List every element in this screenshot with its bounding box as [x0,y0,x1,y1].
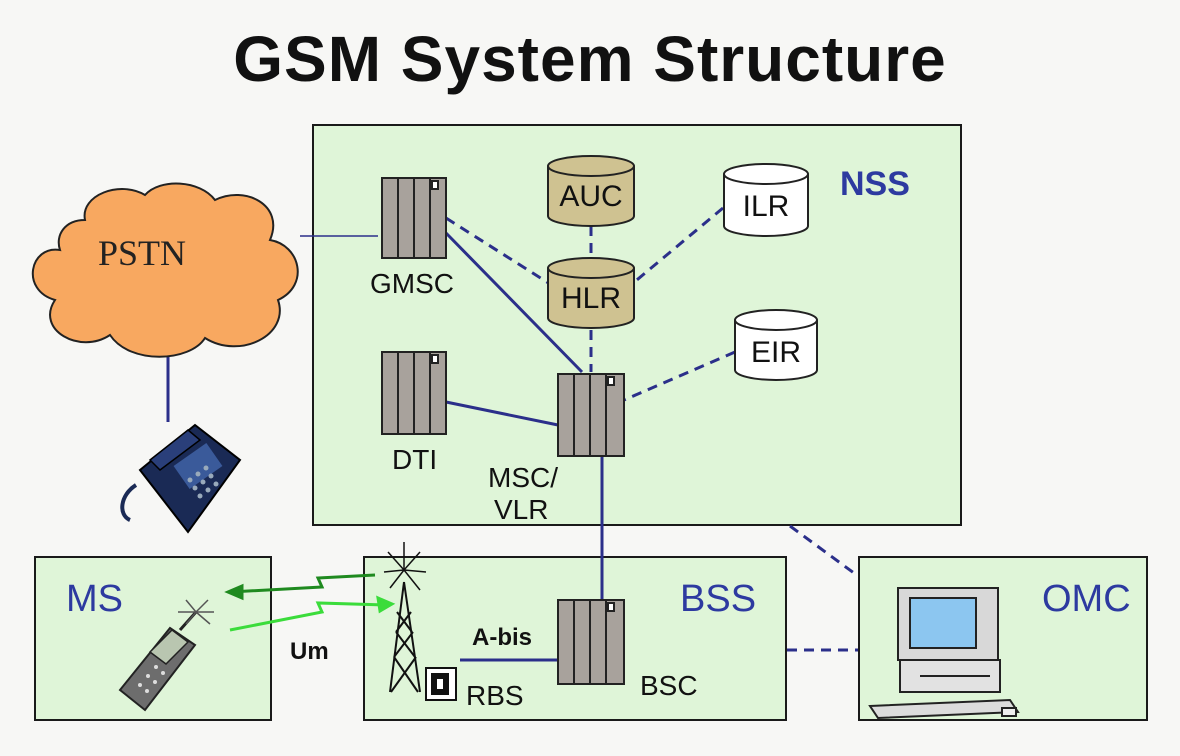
abis-link-label: A-bis [472,624,532,651]
dti-msc-link [445,400,559,427]
ilr-label: ILR [742,190,790,223]
nss-omc-link [789,524,859,578]
gmsc-hlr-link [445,216,551,286]
auc-database [547,155,635,227]
ilr-hlr-link [631,206,724,286]
dti-cabinet [381,351,447,435]
solid-links [166,231,604,662]
bsc-cabinet [557,599,625,685]
um-link-label: Um [290,638,329,665]
ilr-database [723,163,809,237]
radio-link-uplink [229,595,396,632]
computer-icon [868,587,1020,720]
gmsc-cabinet [381,177,447,259]
database-icon [547,155,818,381]
server-cabinet-icon [381,177,625,685]
rbs-label: RBS [466,680,524,711]
eir-msc-link [623,350,736,402]
ms-label: MS [66,578,123,620]
hlr-database [547,257,635,329]
msc-cabinet [557,373,625,457]
msc-vlr-label-line1: MSC/ [488,462,558,493]
diagram-title: GSM System Structure [233,23,947,95]
dti-label: DTI [392,444,438,475]
pstn-label: PSTN [98,233,187,273]
msc-vlr-label-line2: VLR [494,494,549,525]
desk-phone-icon [120,423,242,534]
radio-link-downlink [224,573,376,601]
mobile-phone-icon [118,599,214,712]
gmsc-msc-link [444,231,584,374]
nss-label: NSS [840,165,910,203]
omc-label: OMC [1042,578,1131,620]
eir-database [734,309,818,381]
dashed-links [445,206,859,652]
hlr-label: HLR [560,282,621,315]
gmsc-label: GMSC [370,268,454,299]
antenna-tower-icon [383,542,427,693]
auc-label: AUC [559,180,623,213]
rbs-cabinet-icon [425,667,457,701]
bsc-label: BSC [640,670,698,701]
eir-label: EIR [750,336,801,369]
bss-label: BSS [680,578,757,620]
cloud-icon [31,182,299,358]
